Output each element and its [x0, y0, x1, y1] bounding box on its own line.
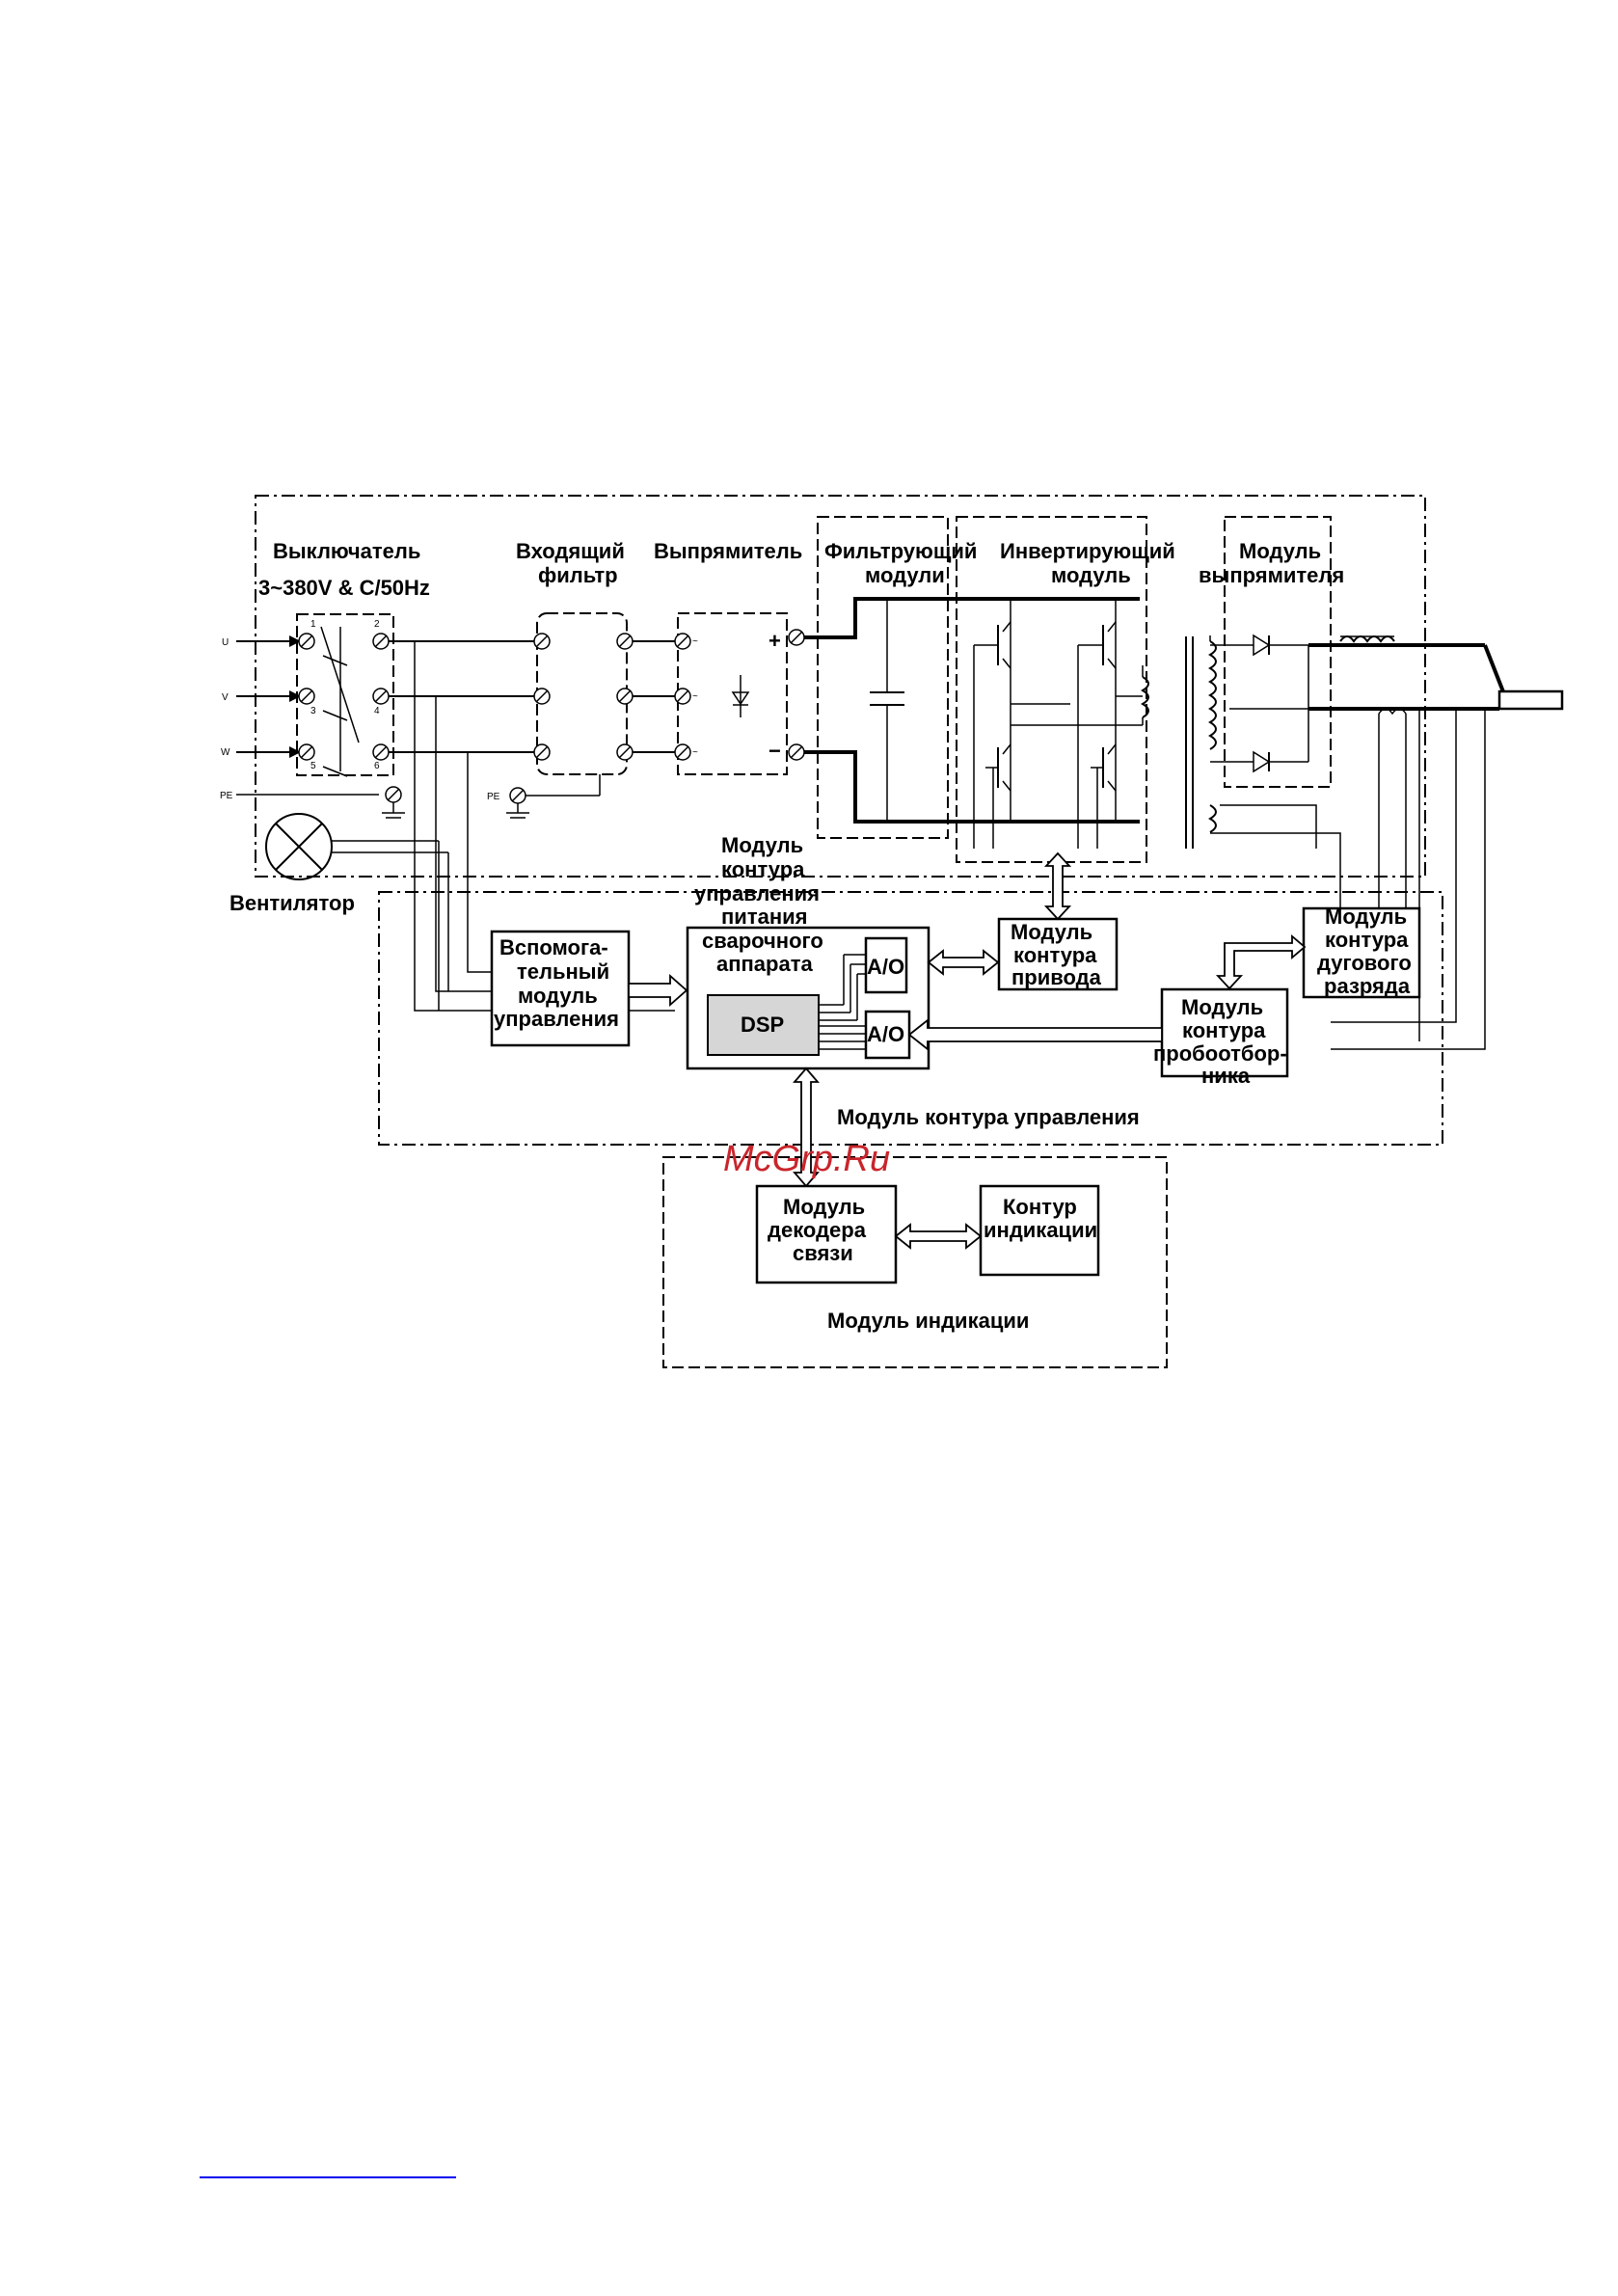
aux-control-label-2: тельный — [517, 959, 609, 984]
filter-module-border — [817, 516, 949, 839]
output-diodes-icon — [1210, 634, 1309, 773]
sampling-label-1: Модуль — [1181, 995, 1263, 1019]
ao-label-2: A/O — [867, 1022, 904, 1046]
indication-circuit-label-1: Контур — [1003, 1195, 1077, 1219]
decoder-box — [755, 1184, 898, 1284]
dc-bus-plus — [804, 597, 1140, 639]
ao-label-1: A/O — [867, 955, 904, 979]
power-control-label-1: Модуль — [721, 833, 803, 857]
aux-control-box — [490, 930, 631, 1047]
plus-sign: + — [769, 629, 781, 653]
igbt-bridge-icon — [973, 599, 1143, 849]
filter-modules-label-1: Фильтрующий — [824, 539, 977, 563]
arc-label-4: разряда — [1324, 974, 1411, 998]
drive-label-3: привода — [1011, 965, 1102, 989]
phase-v-label: V — [222, 692, 229, 703]
drive-inverter-arrow — [1043, 851, 1072, 921]
inverter-label-2: модуль — [1051, 563, 1131, 587]
switch-label: Выключатель — [273, 539, 420, 563]
drive-module-box — [997, 917, 1119, 991]
svg-text:5: 5 — [310, 761, 316, 771]
arc-label-1: Модуль — [1325, 905, 1407, 929]
power-section-border — [255, 495, 1426, 878]
decoder-indication-arrow — [894, 1223, 983, 1250]
arc-label-2: контура — [1325, 928, 1409, 952]
power-control-label-4: питания — [721, 905, 807, 929]
aux-control-label-1: Вспомога- — [499, 935, 608, 959]
current-sensor-icon — [1378, 708, 1407, 716]
capacitor-icon — [870, 599, 904, 822]
control-circuit-module-border — [378, 891, 1443, 1146]
svg-text:2: 2 — [374, 619, 380, 630]
sampling-arc-arrow — [1215, 934, 1307, 990]
indication-module-label: Модуль индикации — [827, 1309, 1029, 1333]
svg-text:6: 6 — [374, 761, 380, 771]
fan-label: Вентилятор — [229, 891, 355, 915]
power-control-label-6: аппарата — [716, 952, 813, 976]
input-filter-terminals — [533, 633, 634, 761]
output-rectifier-border — [1224, 516, 1332, 788]
indication-circuit-box — [979, 1184, 1100, 1277]
sampling-label-4: ника — [1201, 1064, 1251, 1088]
indication-circuit-label-2: индикации — [984, 1218, 1097, 1242]
phase-u-label: U — [222, 637, 229, 648]
decoder-label-2: декодера — [768, 1218, 867, 1242]
output-terminal — [1497, 689, 1564, 711]
svg-text:~: ~ — [692, 691, 698, 702]
switch-contacts — [320, 626, 360, 777]
input-filter-box — [536, 612, 628, 775]
output-rectifier-label-1: Модуль — [1239, 539, 1321, 563]
aux-control-label-4: управления — [494, 1007, 619, 1031]
svg-text:~: ~ — [692, 747, 698, 758]
sampling-label-3: пробоотбор- — [1153, 1041, 1287, 1066]
minus-sign: − — [769, 739, 781, 763]
power-control-label-5: сварочного — [702, 929, 823, 953]
aux-control-label-3: модуль — [518, 984, 598, 1008]
pe-label-2: PE — [487, 792, 500, 802]
svg-text:4: 4 — [374, 706, 380, 716]
rectifier-diode-icon — [731, 675, 750, 717]
rectifier-label: Выпрямитель — [654, 539, 802, 563]
pe-label-1: PE — [220, 791, 233, 801]
phase-w-label: W — [221, 747, 230, 758]
power-control-label-3: управления — [694, 881, 820, 905]
input-filter-label-1: Входящий — [516, 539, 625, 563]
ao-box-1 — [864, 936, 908, 994]
decoder-label-1: Модуль — [783, 1195, 865, 1219]
dsp-label: DSP — [741, 1013, 784, 1037]
dsp-bus-lines — [819, 954, 866, 1050]
svg-text:3: 3 — [310, 706, 316, 716]
decoder-label-3: связи — [793, 1241, 853, 1265]
indication-module-border — [662, 1156, 1168, 1368]
output-rectifier-label-2: выпрямителя — [1199, 563, 1344, 587]
fan-icon — [265, 813, 448, 880]
sampling-controller-arrow — [907, 1018, 1163, 1051]
dc-bus-minus — [804, 750, 1140, 824]
output-choke-icon — [1339, 635, 1395, 643]
arc-module-box — [1302, 906, 1421, 999]
arc-label-3: дугового — [1317, 951, 1412, 975]
sampling-label-2: контура — [1182, 1018, 1266, 1042]
svg-text:1: 1 — [310, 619, 316, 630]
dsp-box — [707, 994, 820, 1056]
control-circuit-label: Модуль контура управления — [837, 1105, 1140, 1129]
input-filter-label-2: фильтр — [538, 563, 618, 587]
sampling-module-box — [1160, 987, 1289, 1078]
supply-label: 3~380V & C/50Hz — [258, 576, 430, 600]
drive-label-1: Модуль — [1011, 920, 1092, 944]
footer-link-underline[interactable] — [200, 2176, 456, 2178]
inverter-label-1: Инвертирующий — [1000, 539, 1175, 563]
transformer-icon — [1011, 635, 1217, 849]
filter-modules-label-2: модули — [865, 563, 945, 587]
drive-label-2: контура — [1013, 943, 1097, 967]
power-control-label-2: контура — [721, 857, 805, 881]
svg-text:~: ~ — [692, 636, 698, 647]
watermark: McGrp.Ru — [723, 1139, 890, 1179]
aux-to-controller-arrow — [628, 974, 688, 1007]
rectifier-terminals — [674, 633, 691, 761]
controller-drive-arrow — [927, 949, 1000, 976]
